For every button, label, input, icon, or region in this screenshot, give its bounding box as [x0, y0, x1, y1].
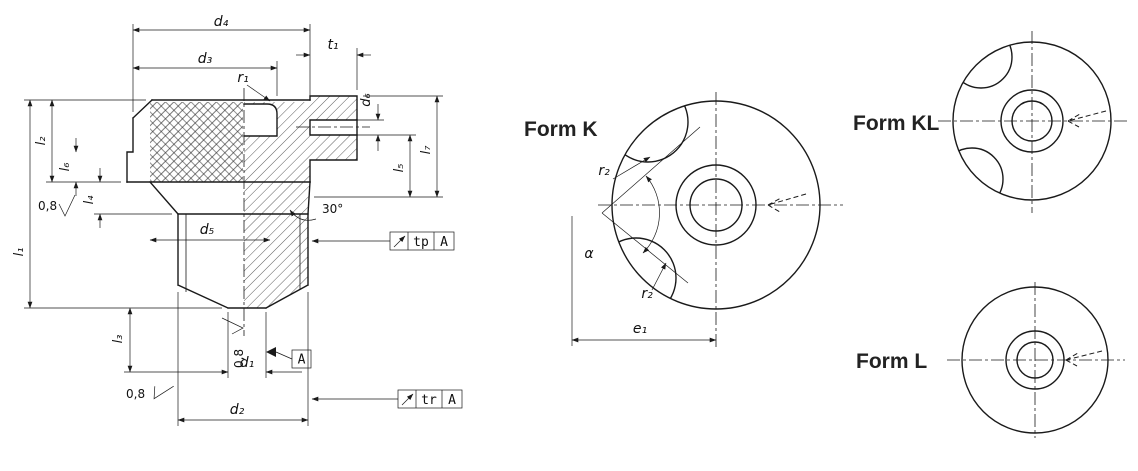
form-kl-recesses [953, 42, 1013, 200]
runout-arrow-icon [393, 235, 406, 248]
dim-label-d5: d₅ [200, 222, 215, 238]
surface-finish-icon [221, 317, 244, 335]
view-direction-arrow-icon [767, 193, 807, 213]
datum-label: A [298, 353, 306, 368]
dim-label-l3: l₃ [111, 335, 126, 344]
datum-reference: A [266, 347, 312, 369]
surface-finish-mark-d1: 0,8 [221, 317, 246, 368]
view-direction-arrow-icon [1067, 110, 1107, 128]
dim-label-t1: t₁ [327, 37, 338, 53]
dim-label-alpha: α [584, 246, 594, 262]
head-section-hatch [244, 96, 357, 182]
frame-tr-label: tr [421, 393, 437, 408]
centerlines [243, 88, 370, 336]
form-l-label: Form L [856, 350, 927, 373]
knurl-pattern [150, 102, 243, 182]
form-kl-view: Form KL [853, 31, 1128, 213]
frame-tp-datum: A [440, 235, 448, 250]
form-kl-label: Form KL [853, 112, 940, 135]
tolerance-frame-tp: tp A [311, 231, 455, 251]
dim-label-l4: l₄ [82, 195, 97, 205]
surface-roughness-value: 0,8 [126, 387, 145, 401]
dim-label-l1: l₁ [12, 248, 27, 257]
dim-label-r2-upper: r₂ [598, 163, 610, 179]
datum-triangle-icon [266, 347, 276, 357]
dim-label-l5: l₅ [392, 164, 407, 173]
dim-label-d4: d₄ [214, 14, 229, 30]
surface-finish-mark-d2: 0,8 [126, 385, 174, 401]
dim-label-d1: d₁ [240, 355, 255, 371]
form-l-centerlines [947, 282, 1125, 438]
surface-finish-mark-head: 0,8 [38, 194, 76, 217]
dim-label-r1: r₁ [237, 70, 248, 86]
dimension-lines [27, 27, 440, 423]
dim-label-r2-lower: r₂ [641, 286, 653, 302]
frame-tr-datum: A [448, 393, 456, 408]
thread-lines [185, 214, 301, 292]
runout-arrow-icon [401, 393, 414, 406]
form-k-label: Form K [524, 118, 598, 141]
form-k-dimension-lines [571, 126, 717, 346]
dim-label-l7: l₇ [419, 145, 434, 155]
dim-label-d3: d₃ [198, 51, 213, 67]
form-l-view: Form L [856, 282, 1125, 438]
surface-roughness-value: 0,8 [232, 349, 246, 368]
section-view: d₄ d₃ t₁ r₁ d₆ l₇ l₅ l₂ l₆ l₄ l₁ d₅ 30° … [12, 14, 463, 426]
surface-finish-icon [58, 194, 76, 217]
dim-label-l2: l₂ [34, 137, 49, 146]
form-k-recesses [612, 101, 689, 309]
tolerance-frame-tr: tr A [311, 389, 463, 409]
dim-label-e1: e₁ [633, 321, 647, 337]
surface-roughness-value: 0,8 [38, 199, 57, 213]
surface-finish-icon [153, 385, 174, 400]
dim-label-chamfer-angle: 30° [322, 202, 343, 216]
dim-label-d6: d₆ [359, 93, 374, 106]
form-k-view: Form K r₂ α r₂ e₁ [524, 92, 843, 349]
dim-label-d2: d₂ [230, 402, 245, 418]
frame-tp-label: tp [413, 235, 429, 250]
view-direction-arrow-icon [1065, 350, 1103, 367]
part-outline [126, 95, 358, 309]
form-kl-centerlines [938, 31, 1128, 213]
form-k-centerlines [598, 92, 843, 349]
dim-label-l6: l₆ [58, 163, 73, 172]
